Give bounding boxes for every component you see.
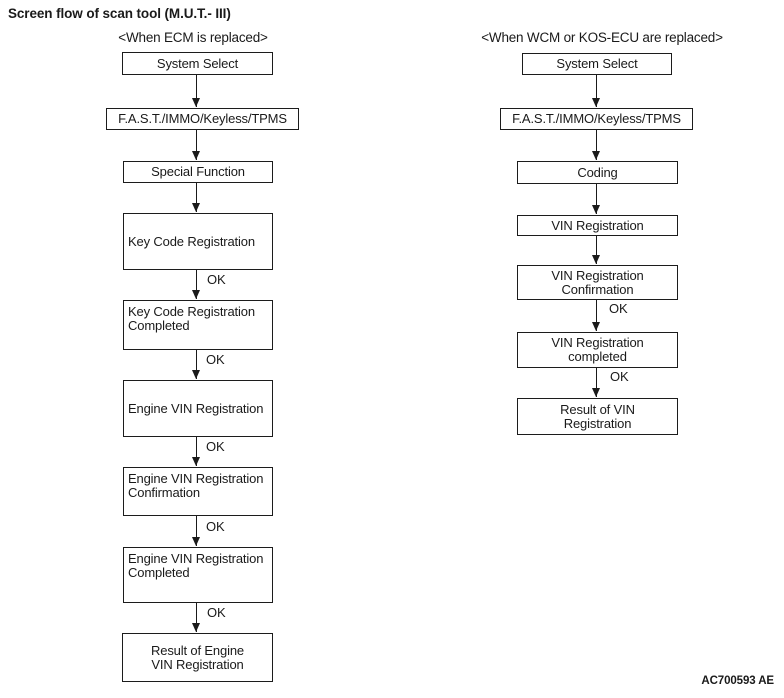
left-node-key-code-registration-completed: Key Code Registration Completed: [123, 300, 273, 350]
down-arrow-icon: [191, 270, 200, 299]
down-arrow-icon: [591, 184, 600, 214]
ok-label: OK: [609, 301, 628, 316]
down-arrow-icon: [191, 130, 200, 160]
down-arrow-icon: [191, 516, 200, 546]
right-node-coding: Coding: [517, 161, 678, 184]
left-flow-heading: <When ECM is replaced>: [118, 30, 268, 45]
down-arrow-icon: [191, 350, 200, 379]
down-arrow-icon: [191, 183, 200, 212]
down-arrow-icon: [591, 300, 600, 331]
left-node-system-select: System Select: [122, 52, 273, 75]
right-node-vin-registration: VIN Registration: [517, 215, 678, 236]
ok-label: OK: [206, 439, 225, 454]
left-node-fast-immo-keyless-tpms: F.A.S.T./IMMO/Keyless/TPMS: [106, 108, 299, 130]
ok-label: OK: [207, 272, 226, 287]
left-node-engine-vin-registration-completed: Engine VIN Registration Completed: [123, 547, 273, 603]
left-node-engine-vin-registration-confirmation: Engine VIN Registration Confirmation: [123, 467, 273, 516]
ok-label: OK: [610, 369, 629, 384]
down-arrow-icon: [591, 368, 600, 397]
ok-label: OK: [206, 352, 225, 367]
left-node-engine-vin-registration: Engine VIN Registration: [123, 380, 273, 437]
down-arrow-icon: [191, 603, 200, 632]
figure-title: Screen flow of scan tool (M.U.T.- III): [8, 6, 231, 21]
down-arrow-icon: [191, 437, 200, 466]
down-arrow-icon: [591, 130, 600, 160]
right-node-vin-registration-completed: VIN Registration completed: [517, 332, 678, 368]
right-flow-heading: <When WCM or KOS-ECU are replaced>: [481, 30, 723, 45]
down-arrow-icon: [591, 236, 600, 264]
right-node-result-of-vin-registration: Result of VIN Registration: [517, 398, 678, 435]
right-node-fast-immo-keyless-tpms: F.A.S.T./IMMO/Keyless/TPMS: [500, 108, 693, 130]
down-arrow-icon: [591, 75, 600, 107]
down-arrow-icon: [191, 75, 200, 107]
ok-label: OK: [207, 605, 226, 620]
right-node-vin-registration-confirmation: VIN Registration Confirmation: [517, 265, 678, 300]
right-node-system-select: System Select: [522, 53, 672, 75]
ok-label: OK: [206, 519, 225, 534]
left-node-special-function: Special Function: [123, 161, 273, 183]
left-node-result-of-engine-vin-registration: Result of Engine VIN Registration: [122, 633, 273, 682]
left-node-key-code-registration: Key Code Registration: [123, 213, 273, 270]
figure-code: AC700593 AE: [701, 675, 774, 687]
